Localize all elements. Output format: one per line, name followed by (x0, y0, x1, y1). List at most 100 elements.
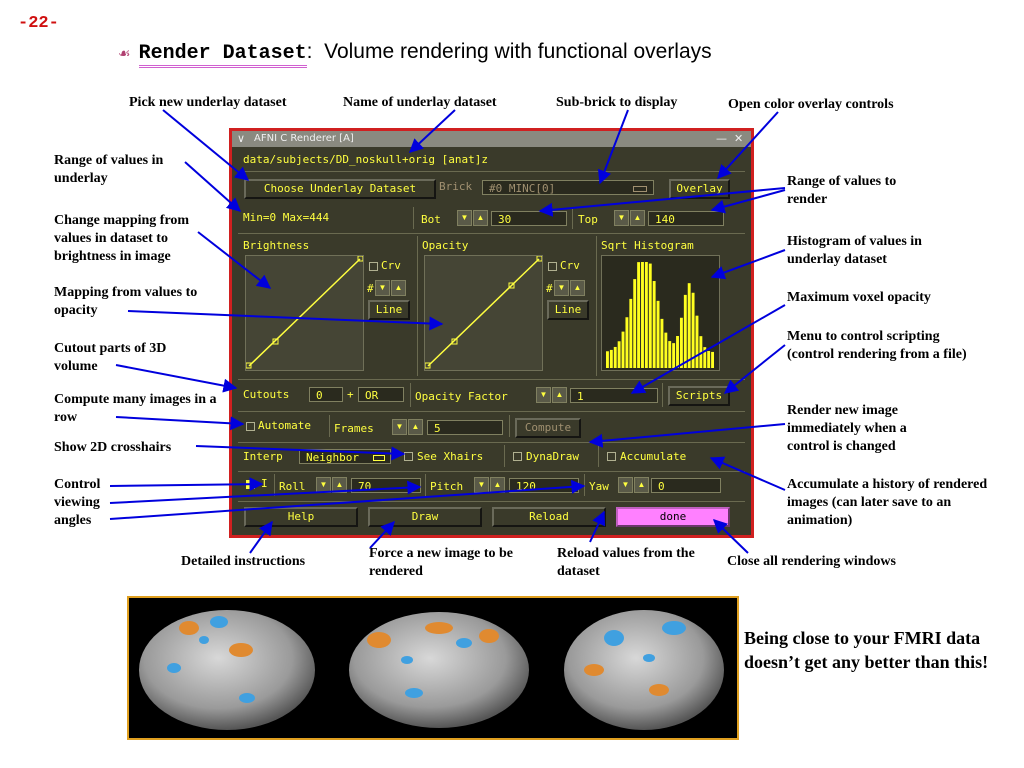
help-button[interactable]: Help (244, 507, 358, 527)
roll-down-icon[interactable]: ▼ (316, 477, 331, 493)
opacity-line-button[interactable]: Line (547, 300, 589, 320)
opacity-down-icon[interactable]: ▼ (554, 280, 569, 296)
overlay-button[interactable]: Overlay (669, 179, 730, 199)
histogram-bars (606, 262, 714, 368)
cutouts-plus: + (347, 388, 354, 401)
window-menu-icon[interactable]: ∨ (237, 132, 246, 145)
annotation-max-opacity: Maximum voxel opacity (787, 290, 931, 305)
i-toggle-checkbox[interactable] (246, 480, 255, 489)
histogram-bar (609, 349, 613, 368)
bot-down-icon[interactable]: ▼ (457, 210, 472, 226)
window-titlebar[interactable]: ∨ AFNI C Renderer [A] — ✕ (232, 131, 751, 147)
pitch-up-icon[interactable]: ▲ (490, 477, 505, 493)
top-down-icon[interactable]: ▼ (614, 210, 629, 226)
divider (584, 474, 585, 496)
scripts-button[interactable]: Scripts (668, 386, 730, 406)
yaw-input[interactable]: 0 (651, 478, 721, 493)
brain-frontal (564, 610, 724, 730)
opacity-crv-checkbox[interactable] (548, 262, 557, 271)
histogram-bar (711, 351, 714, 368)
brightness-crv-label: Crv (381, 259, 401, 272)
opacity-graph[interactable] (424, 255, 543, 371)
frames-down-icon[interactable]: ▼ (392, 419, 407, 435)
opacity-factor-input[interactable]: 1 (570, 388, 658, 403)
bot-up-icon[interactable]: ▲ (473, 210, 488, 226)
accumulate-label: Accumulate (620, 450, 687, 463)
or-selector[interactable]: OR (358, 387, 404, 402)
automate-checkbox[interactable] (246, 422, 255, 431)
roll-label: Roll (279, 480, 306, 493)
frames-up-icon[interactable]: ▲ (408, 419, 423, 435)
automate-label: Automate (258, 419, 311, 432)
top-input[interactable]: 140 (648, 211, 724, 226)
frames-label: Frames (334, 422, 374, 435)
pitch-input[interactable]: 120 (509, 478, 579, 493)
top-label: Top (578, 213, 598, 226)
histogram-bar (633, 279, 637, 368)
bot-input[interactable]: 30 (491, 211, 567, 226)
histogram-bar (656, 300, 660, 368)
divider (413, 207, 414, 229)
roll-input[interactable]: 70 (351, 478, 421, 493)
reload-button[interactable]: Reload (492, 507, 606, 527)
opacity-factor-up-icon[interactable]: ▲ (552, 387, 567, 403)
yaw-down-icon[interactable]: ▼ (618, 477, 633, 493)
accumulate-checkbox[interactable] (607, 452, 616, 461)
histogram-bar (687, 283, 691, 368)
annotation-mapping-opacity: Mapping from values to opacity (54, 285, 198, 318)
interp-selector[interactable]: Neighbor (299, 449, 391, 464)
divider (572, 207, 573, 229)
frames-input[interactable]: 5 (427, 420, 503, 435)
divider (238, 379, 745, 380)
pitch-label: Pitch (430, 480, 464, 493)
see-xhairs-checkbox[interactable] (404, 452, 413, 461)
brain-renderings (127, 596, 739, 740)
brightness-up-icon[interactable]: ▲ (391, 280, 406, 296)
see-xhairs-label: See Xhairs (417, 450, 484, 463)
divider (329, 415, 330, 437)
brightness-crv-checkbox[interactable] (369, 262, 378, 271)
afni-renderer-window: ∨ AFNI C Renderer [A] — ✕ data/subjects/… (229, 128, 754, 538)
close-icon[interactable]: ✕ (734, 132, 744, 145)
draw-button[interactable]: Draw (368, 507, 482, 527)
annotation-range-render: Range of values to render (787, 174, 897, 207)
opacity-up-icon[interactable]: ▲ (570, 280, 585, 296)
dynadraw-label: DynaDraw (526, 450, 579, 463)
annotation-accumulate: Accumulate a history of rendered images … (787, 477, 988, 528)
minimize-icon[interactable]: — (716, 132, 727, 145)
or-value: OR (365, 389, 379, 402)
histogram-bar (707, 350, 711, 368)
roll-up-icon[interactable]: ▲ (332, 477, 347, 493)
interp-value: Neighbor (306, 451, 359, 464)
annotation-sub-brick: Sub-brick to display (556, 95, 678, 110)
dropdown-icon (633, 186, 647, 192)
annotation-pick-underlay: Pick new underlay dataset (129, 95, 287, 110)
histogram-bar (683, 294, 687, 368)
brightness-graph[interactable] (245, 255, 364, 371)
divider (410, 383, 411, 407)
dropdown-icon (373, 455, 385, 461)
divider (504, 445, 505, 467)
divider (417, 236, 418, 376)
divider (274, 474, 275, 496)
top-up-icon[interactable]: ▲ (630, 210, 645, 226)
histogram-bar (629, 298, 633, 368)
compute-button[interactable]: Compute (515, 418, 581, 438)
brightness-down-icon[interactable]: ▼ (375, 280, 390, 296)
brightness-line-button[interactable]: Line (368, 300, 410, 320)
divider (238, 501, 745, 502)
window-title: AFNI C Renderer [A] (254, 133, 354, 144)
pitch-down-icon[interactable]: ▼ (474, 477, 489, 493)
divider (662, 383, 663, 407)
opacity-factor-down-icon[interactable]: ▼ (536, 387, 551, 403)
histogram-bar (641, 262, 644, 368)
brick-selector[interactable]: #0 MINC[0] (482, 180, 654, 195)
choose-underlay-button[interactable]: Choose Underlay Dataset (244, 179, 436, 199)
cutouts-selector[interactable]: 0 (309, 387, 343, 402)
yaw-up-icon[interactable]: ▲ (634, 477, 649, 493)
opacity-curve (424, 255, 543, 369)
done-button[interactable]: done (616, 507, 730, 527)
dynadraw-checkbox[interactable] (513, 452, 522, 461)
bot-label: Bot (421, 213, 441, 226)
annotation-range-underlay: Range of values in underlay (54, 153, 164, 186)
